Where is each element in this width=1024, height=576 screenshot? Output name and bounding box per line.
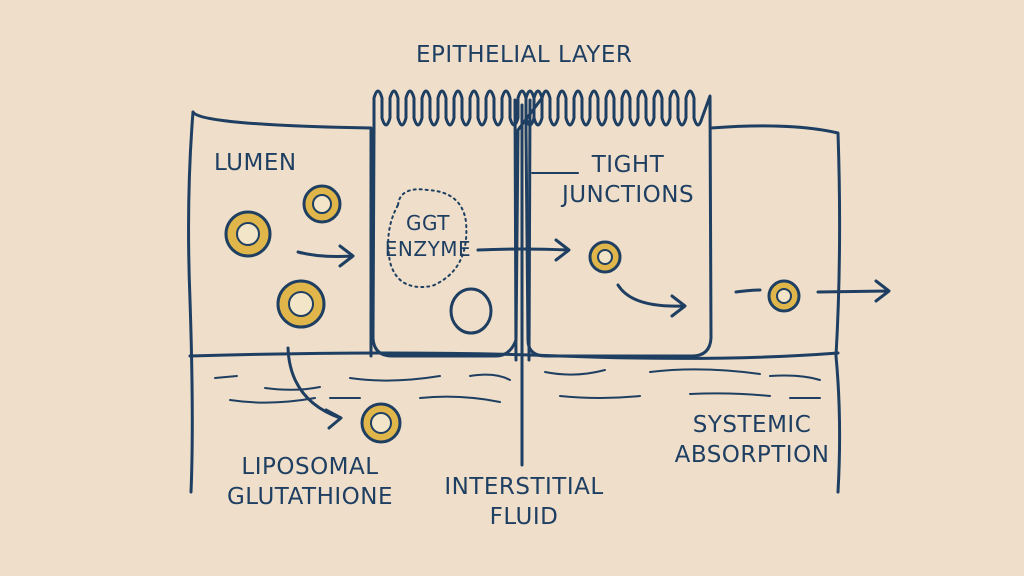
label-interstitial-fluid: INTERSTITIAL FLUID: [424, 472, 624, 532]
ggt-enzyme-outline: [387, 188, 468, 288]
label-interstitial-fluid-line-2: FLUID: [489, 504, 559, 530]
liposome: [302, 184, 342, 224]
label-tight-junctions: TIGHT JUNCTIONS: [548, 150, 708, 210]
right-region-outline: [709, 124, 842, 494]
arrow-cell-to-right: [476, 238, 571, 262]
label-liposomal-glutathione-line-1: LIPOSOMAL: [241, 454, 379, 480]
label-interstitial-fluid-line-1: INTERSTITIAL: [444, 474, 604, 500]
interstitial-squiggles: [214, 368, 821, 404]
label-ggt-enzyme: GGT ENZYME: [378, 210, 478, 262]
label-ggt-enzyme-line-1: GGT: [406, 211, 450, 235]
arrow-down-right-cell: [616, 283, 687, 318]
arrow-systemic: [734, 279, 891, 303]
arrow-lumen-to-cell: [296, 244, 355, 268]
label-systemic-absorption-line-2: ABSORPTION: [674, 442, 830, 468]
tight-junction-line-3: [527, 98, 532, 362]
arrow-lumen-down: [286, 346, 343, 430]
label-tight-junctions-line-2: JUNCTIONS: [561, 182, 695, 208]
nucleus: [449, 287, 493, 335]
epithelial-cell-right: [524, 89, 713, 358]
label-liposomal-glutathione: LIPOSOMAL GLUTATHIONE: [210, 452, 410, 512]
label-lumen: LUMEN: [214, 150, 297, 176]
liposome: [360, 402, 402, 444]
tight-junction-line-1: [513, 98, 518, 362]
label-ggt-enzyme-line-2: ENZYME: [384, 237, 472, 261]
liposome: [588, 240, 622, 274]
liposomes: [224, 184, 801, 444]
label-tight-junctions-line-1: TIGHT: [591, 152, 665, 178]
liposome: [224, 210, 272, 258]
lumen-outline: [187, 110, 373, 494]
liposome: [767, 279, 801, 313]
liposome: [276, 279, 326, 329]
label-systemic-absorption-line-1: SYSTEMIC: [692, 412, 812, 438]
label-liposomal-glutathione-line-2: GLUTATHIONE: [226, 484, 393, 510]
label-epithelial-layer: EPITHELIAL LAYER: [416, 42, 633, 68]
arrows: [286, 238, 891, 430]
label-systemic-absorption: SYSTEMIC ABSORPTION: [652, 410, 852, 470]
